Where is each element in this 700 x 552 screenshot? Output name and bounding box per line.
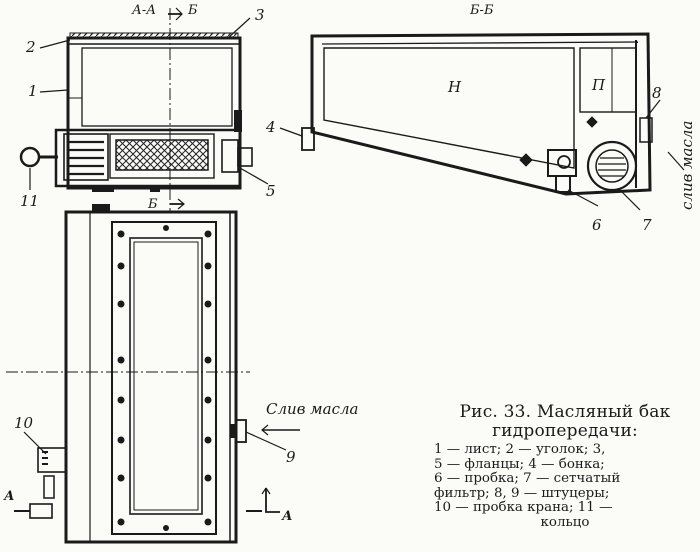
callout-3: 3	[255, 6, 265, 24]
caption-line: фильтр; 8, 9 — штуцеры;	[434, 485, 610, 501]
callout-6: 6	[592, 216, 602, 234]
section-a-right-label: А	[281, 509, 293, 524]
compartment-big-label: Н	[447, 78, 462, 96]
caption-line: 6 — пробка; 7 — сетчатый	[434, 471, 621, 487]
callout-1: 1	[28, 82, 38, 100]
mesh-filter	[115, 139, 209, 171]
section-aa-view	[19, 8, 253, 212]
callout-9: 9	[286, 448, 296, 466]
callout-5: 5	[266, 182, 276, 200]
caption-title: Рис. 33. Масляный бак гидропередачи:	[459, 402, 671, 441]
callout-11: 11	[20, 192, 39, 210]
caption-line: 10 — пробка крана; 11 —	[434, 500, 613, 516]
callout-10: 10	[14, 414, 34, 432]
callout-7: 7	[642, 216, 652, 234]
callout-2: 2	[25, 38, 36, 56]
screen-filter-part	[586, 140, 638, 192]
front-view	[6, 204, 280, 544]
section-b-mid-label: Б	[147, 197, 158, 212]
flange-bolts	[117, 225, 212, 531]
section-bb-view	[301, 32, 653, 196]
caption-body: 1 — лист; 2 — уголок; 3, 5 — фланцы; 4 —…	[434, 442, 696, 531]
caption-line: кольцо	[540, 514, 590, 530]
filter-ribs	[68, 140, 104, 176]
figure-caption: Рис. 33. Масляный бак гидропередачи: 1 —…	[434, 403, 696, 531]
drain-label-horizontal: Слив масла	[266, 400, 358, 418]
leader-lines	[23, 7, 685, 495]
compartment-small-label: П	[591, 76, 606, 94]
section-a-left-label: А	[3, 489, 15, 504]
caption-line: 1 — лист; 2 — уголок; 3,	[434, 442, 606, 457]
section-bb-label: Б-Б	[469, 3, 494, 18]
drain-label-vertical: слив масла	[678, 121, 696, 210]
callout-8: 8	[652, 84, 662, 102]
section-b-arrow-label: Б	[187, 3, 198, 18]
section-aa-label: А-А	[131, 3, 156, 18]
caption-line: 5 — фланцы; 4 — бонка;	[434, 456, 605, 472]
callout-4: 4	[265, 118, 276, 136]
